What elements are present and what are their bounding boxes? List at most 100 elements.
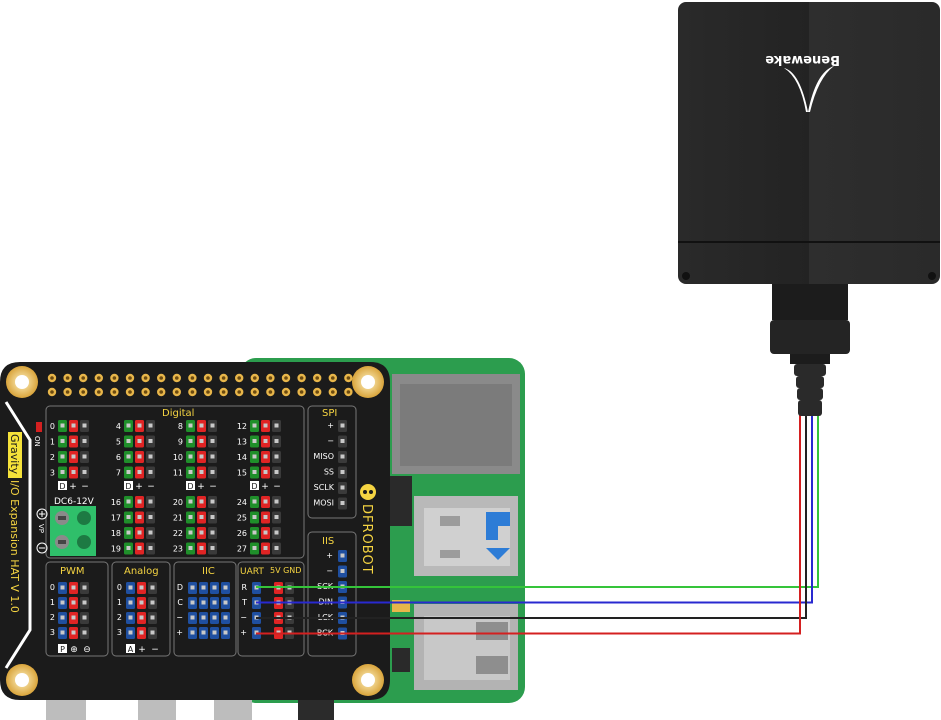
board-title: I/O Expansion HAT V 1.0 bbox=[8, 480, 21, 613]
pin-contact bbox=[340, 553, 345, 558]
minus-icon bbox=[36, 542, 48, 554]
pin-contact bbox=[252, 470, 257, 474]
gpio-hole-center bbox=[268, 376, 273, 380]
plus-icon bbox=[36, 508, 48, 520]
digital-footer-plus: + bbox=[197, 482, 205, 492]
pin-contact bbox=[137, 470, 142, 474]
pin-contact bbox=[148, 423, 153, 428]
pin-contact bbox=[126, 530, 131, 535]
iis-pin-label: − bbox=[326, 567, 333, 576]
pin-contact bbox=[150, 615, 155, 620]
pin-contact bbox=[252, 515, 257, 519]
gpio-hole-center bbox=[284, 376, 288, 380]
brand-label: DFROBOT bbox=[359, 504, 374, 575]
digital-footer-plus: + bbox=[261, 482, 269, 492]
pin-contact bbox=[82, 600, 87, 605]
pin-contact bbox=[274, 499, 279, 504]
pin-contact bbox=[126, 439, 131, 443]
gravity-label: Gravity bbox=[8, 434, 21, 475]
pin-contact bbox=[126, 470, 131, 474]
sensor-brand: Benewake bbox=[765, 52, 840, 67]
pin-contact bbox=[201, 585, 206, 590]
on-label: ON bbox=[33, 436, 41, 447]
pin-contact bbox=[71, 439, 76, 443]
pin-contact bbox=[137, 530, 142, 535]
pin-contact bbox=[223, 630, 228, 635]
gpio-hole-center bbox=[50, 390, 54, 394]
dfrobot-logo: DFROBOT bbox=[359, 484, 376, 575]
gpio-hole-center bbox=[65, 376, 70, 380]
pin-contact bbox=[188, 454, 193, 459]
digital-pin-number: 2 bbox=[50, 453, 55, 462]
iic-pin-label: D bbox=[177, 583, 183, 592]
gpio-hole-center bbox=[175, 376, 179, 380]
vp-label: VP bbox=[37, 524, 45, 533]
iis-header: IIS bbox=[322, 536, 334, 547]
analog-footer-plus: + bbox=[138, 645, 146, 655]
footer-key-box bbox=[124, 481, 133, 490]
pin-contact bbox=[212, 585, 217, 590]
pin-contact bbox=[274, 515, 279, 519]
digital-pin-number: 0 bbox=[50, 422, 55, 431]
pin-contact bbox=[188, 515, 193, 519]
iic-header: IIC bbox=[202, 566, 215, 577]
pin-contact bbox=[263, 423, 268, 428]
gpio-hole-center bbox=[143, 376, 148, 380]
pin-contact bbox=[199, 499, 204, 504]
digital-pin-number: 4 bbox=[116, 422, 121, 431]
pin-contact bbox=[190, 585, 195, 590]
pin-contact bbox=[201, 615, 206, 620]
digital-footer-minus: − bbox=[209, 482, 217, 492]
pin-contact bbox=[148, 530, 153, 535]
gpio-hole-center bbox=[284, 390, 288, 394]
pin-contact bbox=[82, 439, 87, 443]
pin-contact bbox=[60, 585, 65, 590]
pin-contact bbox=[340, 485, 345, 490]
iic-pin-label: + bbox=[176, 628, 183, 637]
gpio-hole-center bbox=[268, 390, 273, 394]
footer-key-box bbox=[126, 644, 135, 653]
pin-contact bbox=[223, 615, 228, 620]
analog-header: Analog bbox=[124, 566, 159, 577]
gpio-header bbox=[47, 373, 353, 397]
analog-footer-key: A bbox=[128, 645, 134, 654]
pin-contact bbox=[139, 615, 144, 620]
digital-pin-number: 23 bbox=[173, 545, 183, 554]
gpio-hole-center bbox=[346, 376, 351, 380]
pwm-footer-minus: ⊖ bbox=[83, 645, 91, 655]
wires bbox=[256, 414, 819, 635]
pin-contact bbox=[82, 470, 87, 474]
pin-contact bbox=[263, 530, 268, 535]
digital-pin-number: 6 bbox=[116, 453, 121, 462]
pin-contact bbox=[148, 546, 153, 550]
pwm-pin-number: 3 bbox=[50, 628, 55, 637]
pin-contact bbox=[188, 439, 193, 443]
benewake-sensor: Benewake bbox=[678, 2, 940, 416]
pin-contact bbox=[210, 515, 215, 519]
digital-pin-number: 18 bbox=[111, 529, 121, 538]
pin-contact bbox=[71, 600, 76, 605]
digital-pin-number: 27 bbox=[237, 545, 247, 554]
mounting-hole bbox=[6, 366, 38, 398]
pin-contact bbox=[139, 600, 144, 605]
pin-contact bbox=[263, 470, 268, 474]
iic-pin-label: C bbox=[177, 598, 183, 607]
pin-contact bbox=[150, 585, 155, 590]
spi-pin-label: − bbox=[327, 437, 334, 446]
digital-footer-key: D bbox=[125, 482, 131, 491]
pin-contact bbox=[199, 454, 204, 459]
uart-pin-label: − bbox=[240, 613, 247, 622]
digital-pin-number: 3 bbox=[50, 469, 55, 478]
pin-contact bbox=[210, 470, 215, 474]
pin-contact bbox=[210, 454, 215, 459]
pin-contact bbox=[263, 439, 268, 443]
pin-contact bbox=[188, 470, 193, 474]
digital-pin-number: 10 bbox=[173, 453, 183, 462]
wire-sck bbox=[256, 414, 819, 588]
analog-pin-number: 0 bbox=[117, 583, 122, 592]
footer-key-box bbox=[186, 481, 195, 490]
digital-pin-number: 5 bbox=[116, 438, 121, 447]
pin-contact bbox=[128, 615, 133, 620]
gpio-hole-center bbox=[159, 376, 163, 380]
